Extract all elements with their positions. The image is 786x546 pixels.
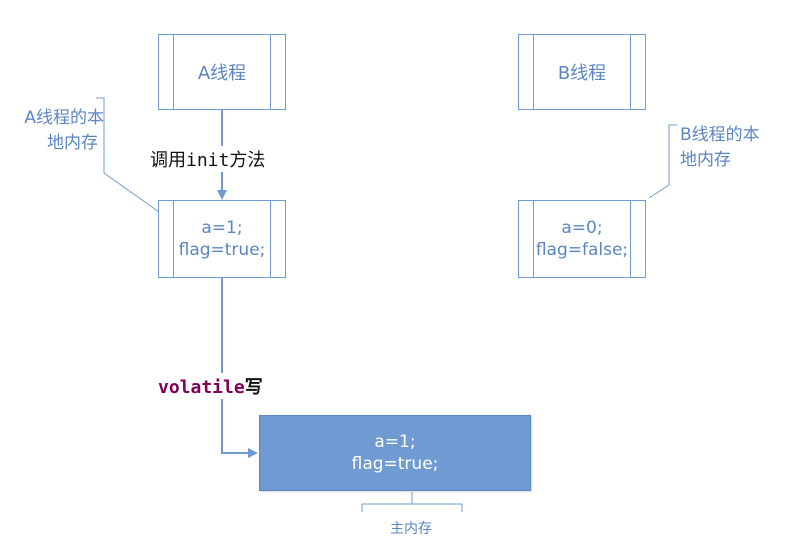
- a-local-memory-left-bar: [173, 201, 174, 277]
- a-local-label-bracket: [96, 97, 160, 213]
- main-memory-label: 主内存: [390, 521, 432, 537]
- volatile-write-arrow: [221, 278, 258, 458]
- thread-b-title: B线程: [557, 63, 607, 84]
- main-memory-line2: flag=true;: [351, 454, 439, 474]
- a-local-memory-right-bar: [270, 201, 271, 277]
- volatile-write-suffix: 写: [244, 377, 263, 398]
- thread-a-left-bar: [173, 35, 174, 109]
- thread-b-right-bar: [630, 35, 631, 109]
- main-memory-box: a=1; flag=true;: [259, 415, 531, 491]
- a-local-memory-line2: flag=true;: [178, 240, 266, 260]
- thread-a-title: A线程: [197, 63, 247, 84]
- init-call-label-suffix: 方法: [229, 150, 266, 171]
- main-memory-label-bracket: [361, 503, 463, 512]
- init-call-label-prefix: 调用: [150, 150, 186, 171]
- thread-b-left-bar: [533, 35, 534, 109]
- b-local-label-bracket: [648, 124, 677, 199]
- b-local-memory-label-line1: B线程的本: [680, 125, 760, 145]
- a-local-memory-box: a=1; flag=true;: [158, 200, 286, 278]
- b-local-memory-line1: a=0;: [561, 218, 603, 238]
- thread-b-box: B线程: [518, 34, 646, 110]
- a-local-memory-label-line2: 地内存: [47, 133, 98, 153]
- volatile-write-label: volatile写: [158, 373, 263, 399]
- a-local-memory-line1: a=1;: [201, 218, 243, 238]
- b-local-memory-label-line2: 地内存: [680, 150, 731, 170]
- b-local-memory-right-bar: [630, 201, 631, 277]
- b-local-memory-box: a=0; flag=false;: [518, 200, 646, 278]
- init-call-label: 调用init方法: [148, 146, 268, 172]
- a-local-memory-label-line1: A线程的本: [24, 108, 104, 128]
- b-local-memory-left-bar: [533, 201, 534, 277]
- main-memory-line1: a=1;: [374, 432, 416, 452]
- volatile-keyword: volatile: [158, 377, 245, 398]
- thread-a-right-bar: [270, 35, 271, 109]
- b-local-memory-label: B线程的本 地内存: [680, 123, 786, 173]
- a-local-memory-label: A线程的本 地内存: [0, 106, 104, 156]
- init-call-label-code: init: [186, 150, 230, 171]
- thread-a-box: A线程: [158, 34, 286, 110]
- b-local-memory-line2: flag=false;: [535, 240, 629, 260]
